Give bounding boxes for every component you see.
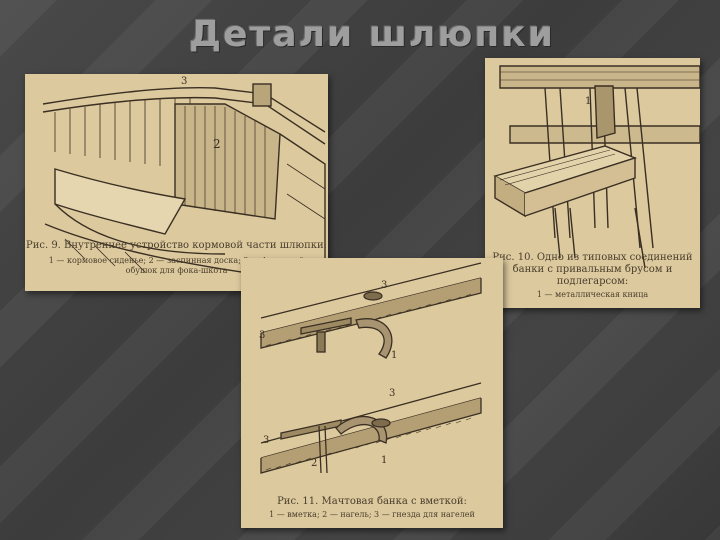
fig10-label-1: 1 bbox=[585, 96, 591, 107]
figure-11-caption: Рис. 11. Мачтовая банка с вметкой: bbox=[277, 496, 467, 507]
figure-10: 1 Рис. 10. Одно из типовых соединений ба… bbox=[485, 58, 700, 308]
figure-9-caption-block: Рис. 9. Внутреннее устройство кормовой ч… bbox=[25, 240, 328, 276]
fig9-label-3: 3 bbox=[181, 76, 187, 87]
fig11-label-3b: 3 bbox=[259, 330, 265, 341]
fig11-label-2: 2 bbox=[311, 458, 317, 469]
figure-10-legend: 1 — металлическая кница bbox=[536, 290, 649, 299]
fig11-label-1a: 1 bbox=[391, 350, 397, 361]
fig11-label-3a: 3 bbox=[381, 280, 387, 291]
figure-11-caption-block: Рис. 11. Мачтовая банка с вметкой: 1 — в… bbox=[241, 496, 503, 520]
figure-11-drawing: 3 3 1 3 3 2 1 bbox=[259, 262, 482, 474]
figure-9-legend: 1 — кормовое сиденье; 2 — заспинная доск… bbox=[48, 256, 305, 275]
fig11-label-1b: 1 bbox=[381, 455, 387, 466]
fig9-label-2: 2 bbox=[213, 137, 221, 151]
figure-10-drawing: 1 bbox=[493, 65, 700, 269]
figure-11: 3 3 1 3 3 2 1 Рис. 11. Мачтовая банка с … bbox=[241, 258, 503, 528]
fig11-label-3c: 3 bbox=[389, 388, 395, 399]
figure-9: 3 2 Рис. 9. Внутреннее устройство кормов… bbox=[25, 74, 328, 291]
figure-9-caption: Рис. 9. Внутреннее устройство кормовой ч… bbox=[25, 240, 328, 251]
slide-title: Детали шлюпки bbox=[189, 14, 555, 55]
figure-10-caption: Рис. 10. Одно из типовых соединений банк… bbox=[492, 252, 693, 287]
figure-11-legend: 1 — вметка; 2 — нагель; 3 — гнезда для н… bbox=[269, 510, 475, 519]
fig11-label-3d: 3 bbox=[263, 435, 269, 446]
figure-10-caption-block: Рис. 10. Одно из типовых соединений банк… bbox=[485, 252, 700, 300]
